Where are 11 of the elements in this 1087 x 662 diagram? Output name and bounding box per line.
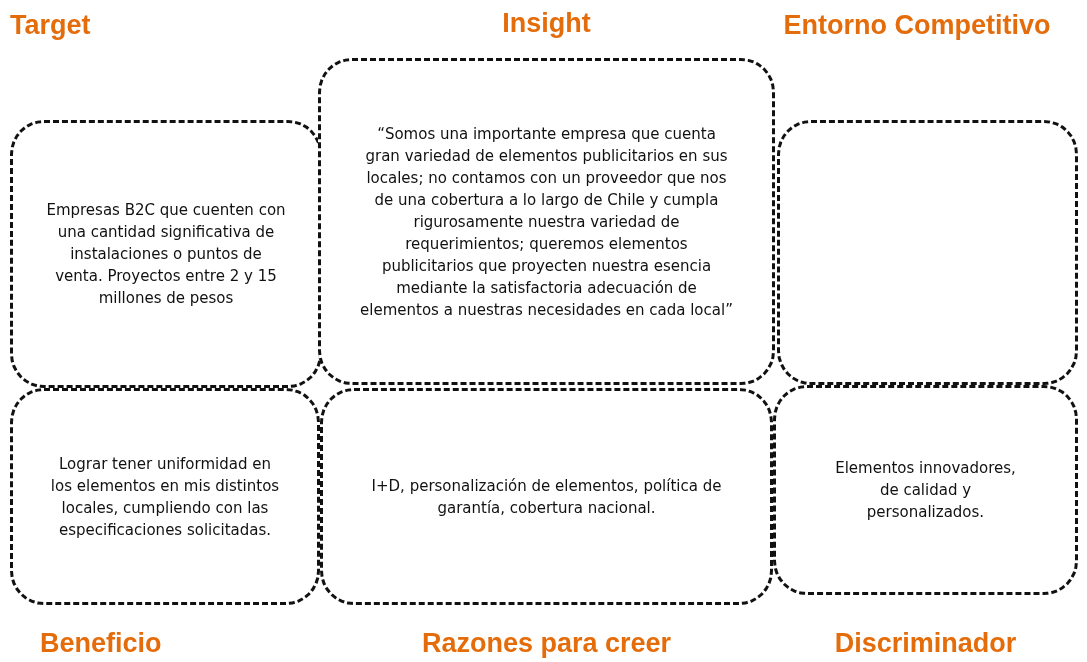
body-text: Lograr tener uniformidad en los elementos en mis distintos locales, cumpliendo con las especificaciones solicitadas. bbox=[50, 453, 280, 541]
quadrant-heading: Beneficio bbox=[40, 628, 163, 659]
body-text: “Somos una importante empresa que cuenta gran variedad de elementos publicitarios en sus locales; no contamos con un proveedor que nos de una cobertura a lo largo de Chile y cumpla rigurosamente nuestra variedad de requerimientos; queremos elementos publicitarios que proyecten nuestra esencia mediante la satisfactoria adecuación de elementos a nuestras necesidades en cada local” bbox=[359, 123, 734, 321]
quadrant-heading: Entorno Competitivo bbox=[782, 10, 1052, 41]
quadrant-heading: Discriminador bbox=[833, 628, 1018, 659]
body-text: Empresas B2C que cuenten con una cantidad significativa de instalaciones o puntos de venta. Proyectos entre 2 y 15 millones de pesos bbox=[46, 200, 286, 309]
quadrant-heading: Razones para creer bbox=[420, 628, 673, 659]
body-text: Elementos innovadores, de calidad y personalizados. bbox=[834, 458, 1017, 523]
quadrant-heading: Target bbox=[10, 10, 92, 41]
body-text: I+D, personalización de elementos, política de garantía, cobertura nacional. bbox=[370, 475, 723, 519]
quadrant-heading: Insight bbox=[501, 8, 592, 39]
